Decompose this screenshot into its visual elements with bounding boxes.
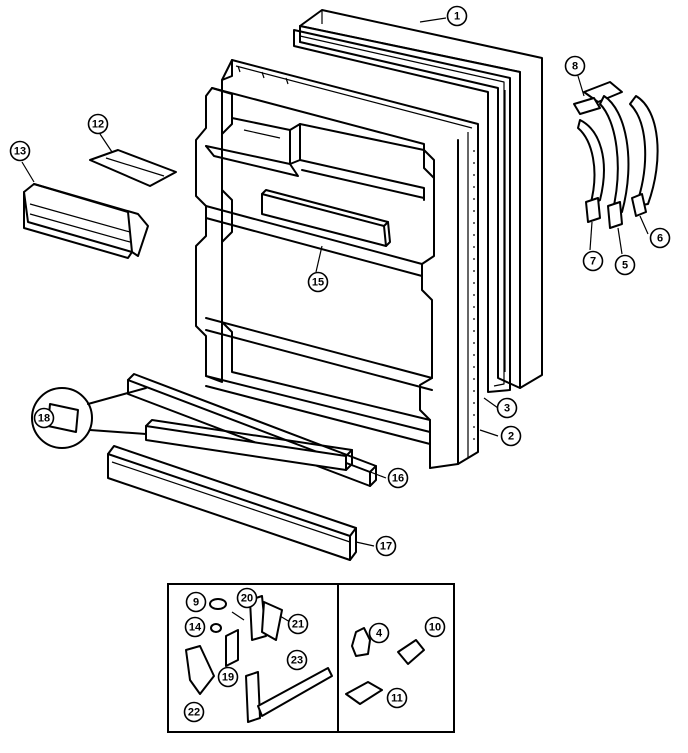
handle-assembly <box>573 81 659 229</box>
callout-label: 6 <box>657 233 663 245</box>
callout-7: 7 <box>582 250 604 272</box>
callout-label: 7 <box>590 256 596 268</box>
callout-label: 13 <box>14 146 26 158</box>
callout-circle <box>446 5 468 27</box>
callout-label: 4 <box>376 628 383 640</box>
callout-1: 1 <box>446 5 468 27</box>
callout-3: 3 <box>496 397 518 419</box>
callout-circle <box>582 250 604 272</box>
callout-label: 9 <box>193 597 199 609</box>
callout-12: 12 <box>87 113 109 135</box>
hardware-kit-box <box>167 583 455 733</box>
callout-circle <box>500 425 522 447</box>
callout-label: 5 <box>622 260 628 272</box>
callout-label: 1 <box>454 11 460 23</box>
leader-lines <box>21 17 649 623</box>
callout-circle <box>386 687 408 709</box>
callout-13: 13 <box>9 140 31 162</box>
callout-circle <box>9 140 31 162</box>
callout-circle <box>387 467 409 489</box>
callout-21: 21 <box>287 613 309 635</box>
callout-circle <box>184 616 206 638</box>
callout-circle <box>614 254 636 276</box>
dairy-hinge <box>89 149 177 187</box>
callout-label: 19 <box>222 672 234 684</box>
shelf-bar <box>261 189 391 247</box>
callout-14: 14 <box>184 616 206 638</box>
door-bottom-trim <box>107 445 357 561</box>
callout-label: 14 <box>189 622 202 634</box>
callout-circle <box>236 587 258 609</box>
bottom-shelf-bars <box>127 373 377 487</box>
callout-label: 10 <box>429 622 441 634</box>
callout-17: 17 <box>375 535 397 557</box>
callout-23: 23 <box>286 649 308 671</box>
callout-label: 22 <box>188 707 200 719</box>
callout-20: 20 <box>236 587 258 609</box>
callout-circle <box>183 701 205 723</box>
callout-label: 8 <box>572 61 578 73</box>
callout-circle <box>185 591 207 613</box>
callout-circle <box>368 622 390 644</box>
callout-label: 23 <box>291 655 303 667</box>
callout-label: 12 <box>92 119 104 131</box>
callout-circle <box>87 113 109 135</box>
callout-19: 19 <box>217 666 239 688</box>
callout-circle <box>564 55 586 77</box>
callout-circle <box>286 649 308 671</box>
callout-label: 3 <box>504 403 510 415</box>
callout-circle <box>375 535 397 557</box>
dairy-door <box>23 183 149 259</box>
callout-label: 17 <box>380 541 392 553</box>
callout-11: 11 <box>386 687 408 709</box>
callout-18: 18 <box>33 407 55 429</box>
callout-label: 21 <box>292 619 304 631</box>
callout-22: 22 <box>183 701 205 723</box>
detail-inset <box>31 387 147 449</box>
callout-label: 2 <box>508 431 514 443</box>
door-gasket <box>293 29 511 393</box>
callout-circle <box>307 271 329 293</box>
callout-circle <box>424 616 446 638</box>
callout-4: 4 <box>368 622 390 644</box>
callout-label: 15 <box>312 277 324 289</box>
callout-5: 5 <box>614 254 636 276</box>
callout-circle <box>217 666 239 688</box>
callout-15: 15 <box>307 271 329 293</box>
callout-label: 18 <box>38 413 50 425</box>
callout-16: 16 <box>387 467 409 489</box>
callout-6: 6 <box>649 227 671 249</box>
callout-label: 20 <box>241 593 253 605</box>
callout-circle <box>496 397 518 419</box>
callout-8: 8 <box>564 55 586 77</box>
callout-9: 9 <box>185 591 207 613</box>
callout-circle <box>649 227 671 249</box>
outer-door-panel <box>299 9 543 389</box>
inner-door-liner <box>195 59 479 469</box>
callout-label: 11 <box>391 693 403 705</box>
callout-circle <box>287 613 309 635</box>
callout-label: 16 <box>392 473 404 485</box>
callout-10: 10 <box>424 616 446 638</box>
callout-2: 2 <box>500 425 522 447</box>
callout-circle <box>33 407 55 429</box>
